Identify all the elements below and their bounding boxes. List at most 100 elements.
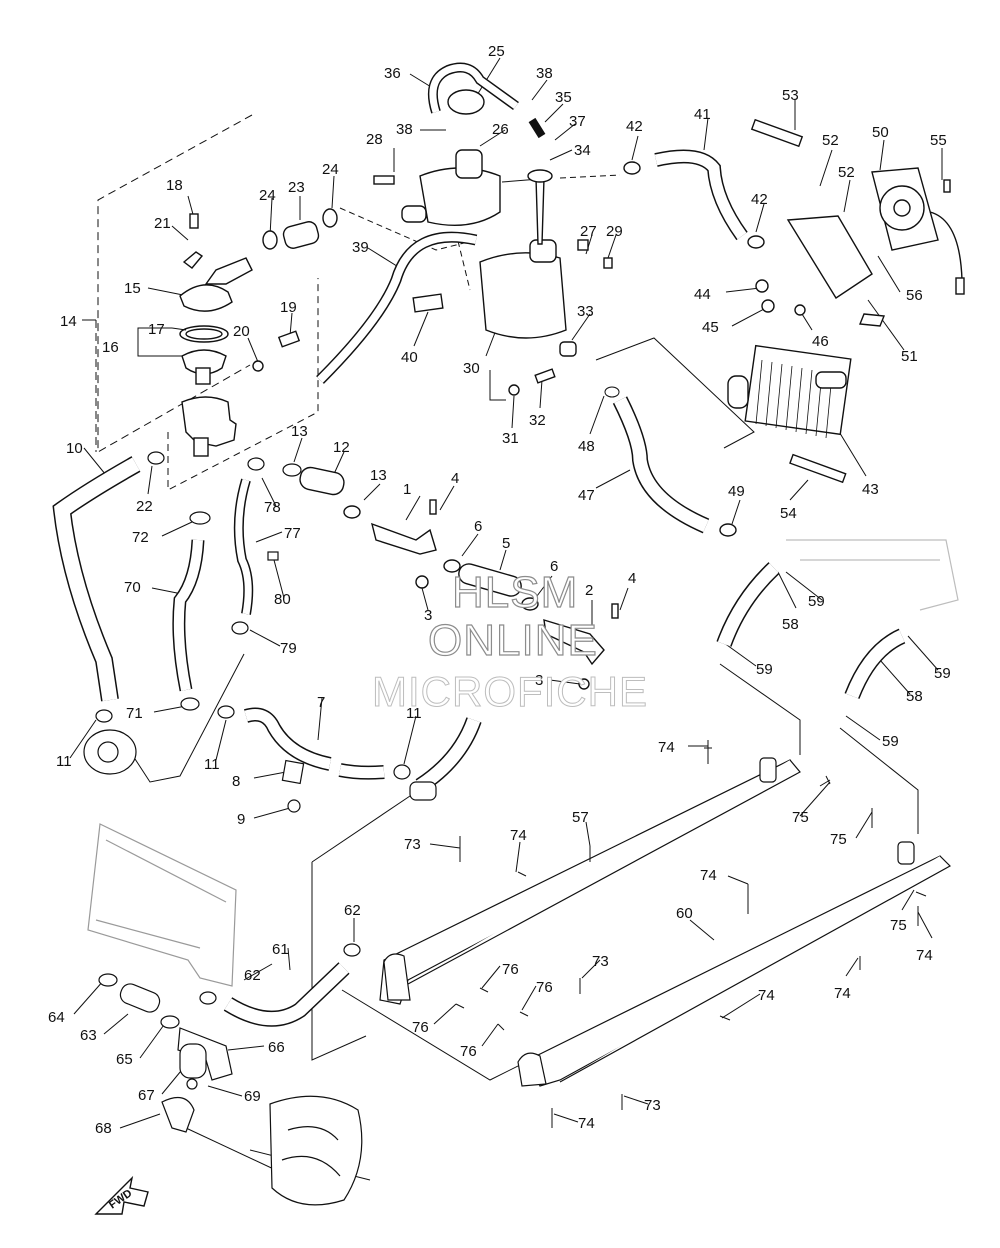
engine-and-frame	[87, 823, 363, 1206]
callout: 25	[488, 43, 505, 60]
callout: 44	[694, 286, 711, 303]
callout: 64	[48, 1009, 65, 1026]
callout: 59	[756, 661, 773, 678]
callout: 68	[95, 1120, 112, 1137]
callout: 17	[148, 321, 165, 338]
callout: 58	[906, 688, 923, 705]
callout: 67	[138, 1087, 155, 1104]
clamps-left	[83, 451, 437, 813]
callout: 76	[502, 961, 519, 978]
callout: 10	[66, 440, 83, 457]
callout: 55	[930, 132, 947, 149]
radiator-core	[744, 344, 852, 436]
callout: 69	[244, 1088, 261, 1105]
hose-12	[299, 466, 345, 496]
callout: 73	[644, 1097, 661, 1114]
callout: 62	[344, 902, 361, 919]
side-rails	[379, 757, 951, 1087]
hose-61	[223, 962, 350, 1027]
overflow-hose	[316, 231, 478, 384]
hoses-58	[716, 539, 959, 700]
callout: 74	[578, 1115, 595, 1132]
bracket	[182, 251, 204, 269]
callout: 42	[751, 191, 768, 208]
callout: 11	[406, 705, 422, 722]
callout: 54	[780, 505, 797, 522]
callout: 24	[259, 187, 276, 204]
callout: 22	[136, 498, 153, 515]
callout: 63	[80, 1027, 97, 1044]
callout: 57	[572, 809, 589, 826]
callout: 11	[204, 756, 220, 773]
callout: 47	[578, 487, 595, 504]
callout: 19	[280, 299, 297, 316]
callout: 45	[702, 319, 719, 336]
thermostat-cover	[179, 284, 233, 312]
callout: 3	[535, 672, 543, 689]
callout: 77	[284, 525, 301, 542]
callout: 51	[901, 348, 918, 365]
callout: 52	[838, 164, 855, 181]
hose-67	[179, 1043, 207, 1079]
callout: 76	[460, 1043, 477, 1060]
callout: 33	[577, 303, 594, 320]
callout: 4	[628, 570, 636, 587]
callout: 14	[60, 313, 77, 330]
callout: 18	[166, 177, 183, 194]
callout: 39	[352, 239, 369, 256]
thermostat-housing	[181, 396, 237, 447]
callout: 38	[536, 65, 553, 82]
hose-47	[604, 386, 710, 534]
callout: 37	[569, 113, 586, 130]
callout: 30	[463, 360, 480, 377]
callout: 20	[233, 323, 250, 340]
callout: 72	[132, 529, 149, 546]
callout: 27	[580, 223, 597, 240]
callout: 59	[808, 593, 825, 610]
callout: 8	[232, 773, 240, 790]
hose-63	[119, 983, 161, 1013]
callout: 73	[404, 836, 421, 853]
callout: 28	[366, 131, 383, 148]
callout: 1	[403, 481, 411, 498]
callout: 36	[384, 65, 401, 82]
callout: 13	[291, 423, 308, 440]
callout: 61	[272, 941, 289, 958]
callout: 34	[574, 142, 591, 159]
elbow-68	[161, 1096, 195, 1133]
callout: 31	[502, 430, 519, 447]
callout: 6	[550, 558, 558, 575]
reservoir-tank-upper	[419, 167, 501, 227]
callout: 6	[474, 518, 482, 535]
pipe-5	[458, 563, 522, 597]
callout: 59	[882, 733, 899, 750]
callout: 26	[492, 121, 509, 138]
callout: 41	[694, 106, 711, 123]
callout: 13	[370, 467, 387, 484]
callout: 16	[102, 339, 119, 356]
callout: 9	[237, 811, 245, 828]
callout: 7	[317, 694, 325, 711]
callout: 3	[424, 607, 432, 624]
callout: 59	[934, 665, 951, 682]
callout: 4	[451, 470, 459, 487]
hose-pipe	[528, 117, 546, 139]
callout: 74	[700, 867, 717, 884]
forward-direction-arrow: FWD	[94, 1175, 149, 1215]
callout: 75	[792, 809, 809, 826]
clamp	[322, 208, 338, 228]
engine-block	[269, 1095, 363, 1206]
gasket	[252, 360, 264, 372]
callout: 2	[585, 582, 593, 599]
callout: 74	[834, 985, 851, 1002]
callout: 70	[124, 579, 141, 596]
callout: 53	[782, 87, 799, 104]
callout: 15	[124, 280, 141, 297]
callout: 38	[396, 121, 413, 138]
callout: 74	[758, 987, 775, 1004]
callout: 75	[830, 831, 847, 848]
callout: 11	[56, 753, 72, 770]
callout: 75	[890, 917, 907, 934]
callout: 80	[274, 591, 291, 608]
